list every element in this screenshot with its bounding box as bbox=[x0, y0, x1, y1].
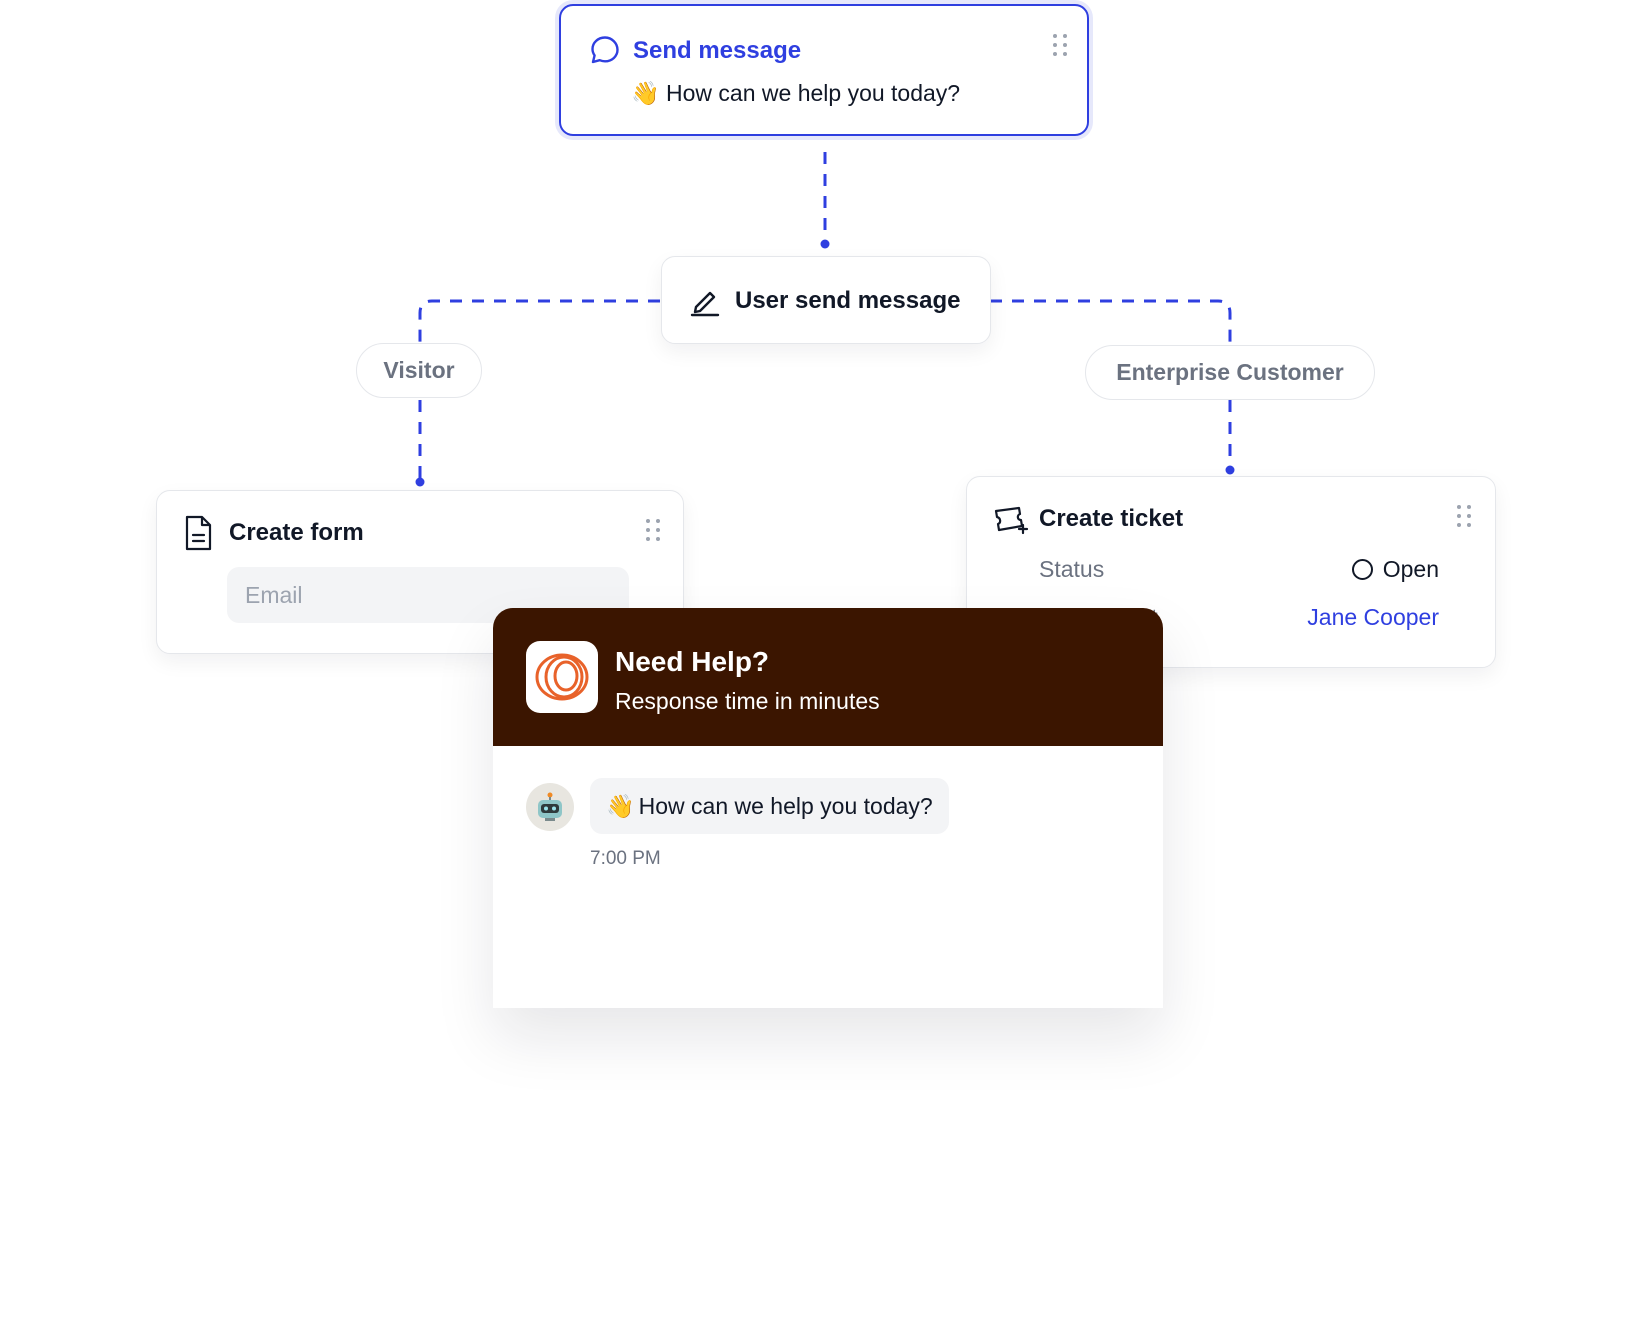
create-form-title: Create form bbox=[229, 519, 364, 546]
ticket-assignee-value[interactable]: Jane Cooper bbox=[1307, 604, 1439, 630]
create-form-node[interactable]: Create form Email bbox=[156, 490, 684, 654]
chat-bubble-icon bbox=[589, 34, 621, 71]
chat-widget-header: Need Help? Response time in minutes bbox=[493, 608, 1163, 746]
status-circle-icon bbox=[1351, 559, 1373, 580]
user-send-message-node[interactable]: User send message bbox=[661, 256, 991, 344]
branch-visitor[interactable]: Visitor bbox=[356, 343, 482, 398]
email-field[interactable]: Email bbox=[227, 567, 629, 623]
ticket-status-label: Status bbox=[1039, 556, 1105, 582]
email-field-placeholder: Email bbox=[245, 582, 303, 608]
send-message-text-row: 👋 How can we help you today? bbox=[631, 80, 960, 107]
message-wave-emoji: 👋 bbox=[606, 792, 635, 819]
brand-logo-icon bbox=[526, 641, 598, 713]
chat-widget: Need Help? Response time in minutes 👋 Ho… bbox=[493, 608, 1163, 1008]
user-send-message-title: User send message bbox=[735, 287, 961, 314]
send-message-text: How can we help you today? bbox=[666, 80, 961, 106]
drag-handle-icon[interactable] bbox=[646, 519, 660, 541]
send-message-node[interactable]: Send message 👋 How can we help you today… bbox=[559, 4, 1089, 136]
wave-emoji: 👋 bbox=[631, 80, 660, 106]
pen-icon bbox=[688, 283, 722, 322]
chat-message-text: How can we help you today? bbox=[638, 792, 933, 819]
chat-widget-title: Need Help? bbox=[615, 646, 770, 677]
branch-enterprise-customer[interactable]: Enterprise Customer bbox=[1085, 345, 1375, 400]
robot-avatar-icon bbox=[526, 783, 574, 831]
ticket-icon bbox=[993, 505, 1029, 540]
document-icon bbox=[183, 515, 213, 556]
create-ticket-title: Create ticket bbox=[1039, 505, 1184, 532]
drag-handle-icon[interactable] bbox=[1457, 505, 1471, 527]
drag-handle-icon[interactable] bbox=[1053, 34, 1067, 56]
chat-widget-subtitle: Response time in minutes bbox=[615, 688, 880, 714]
send-message-title: Send message bbox=[633, 37, 802, 64]
chat-message-timestamp: 7:00 PM bbox=[590, 848, 661, 869]
chat-message-bubble: 👋 How can we help you today? bbox=[590, 778, 949, 834]
ticket-status-value: Open bbox=[1351, 556, 1439, 583]
status-value-text: Open bbox=[1382, 556, 1439, 582]
